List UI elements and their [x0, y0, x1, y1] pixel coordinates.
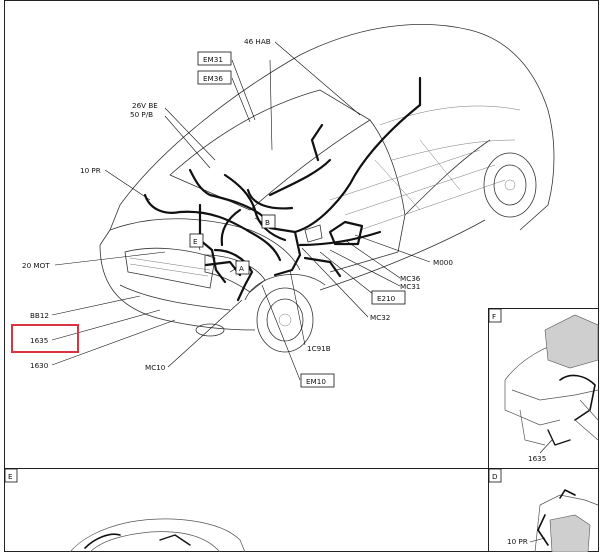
- panel-f: F 1635: [488, 308, 599, 463]
- label-em10: EM10: [306, 377, 326, 386]
- em31-box: [197, 51, 232, 66]
- label-1c91b: 1C91B: [307, 344, 331, 353]
- label-em31: EM31: [203, 55, 223, 64]
- label-46-hab: 46 HAB: [244, 37, 271, 46]
- highlight-1635: [11, 324, 79, 353]
- em10-box: [300, 373, 335, 388]
- panel-d-tag: [488, 468, 502, 483]
- label-mc36: MC36: [400, 274, 421, 283]
- panel-f-letter: F: [492, 312, 496, 321]
- label-bb12: BB12: [30, 311, 49, 320]
- panel-f-label-1635: 1635: [528, 454, 546, 463]
- panel-d: D 10 PR: [488, 468, 599, 553]
- panel-e: E: [4, 468, 246, 553]
- label-e210: E210: [377, 294, 396, 303]
- e210-box: [371, 290, 406, 305]
- label-1630: 1630: [30, 361, 49, 370]
- label-10-pr: 10 PR: [80, 166, 101, 175]
- label-1635: 1635: [30, 336, 48, 345]
- callout-b-letter: B: [265, 218, 270, 227]
- callout-b-box: [261, 214, 276, 229]
- callout-e-letter: E: [193, 237, 198, 246]
- callout-e-box: [189, 233, 204, 248]
- panel-f-tag: [488, 308, 502, 323]
- wiring-harness: [143, 76, 422, 302]
- callout-a-letter: A: [239, 264, 244, 273]
- panel-d-label-10-pr: 10 PR: [507, 537, 528, 546]
- label-em36: EM36: [203, 74, 223, 83]
- panel-e-tag: [4, 468, 18, 483]
- panel-e-letter: E: [8, 472, 13, 481]
- label-mc31: MC31: [400, 282, 420, 291]
- label-m000: M000: [433, 258, 453, 267]
- label-50-pb: 50 P/B: [130, 110, 153, 119]
- label-mc32: MC32: [370, 313, 390, 322]
- em36-box: [197, 70, 232, 85]
- panel-f-frame: [488, 308, 599, 469]
- leader-lines: [51, 41, 431, 381]
- label-20-mot: 20 MOT: [22, 261, 50, 270]
- car-body: [99, 24, 555, 353]
- label-mc10: MC10: [145, 363, 166, 372]
- callout-a-box: [235, 260, 250, 275]
- panel-d-letter: D: [492, 472, 498, 481]
- label-26v-be: 26V BE: [132, 101, 158, 110]
